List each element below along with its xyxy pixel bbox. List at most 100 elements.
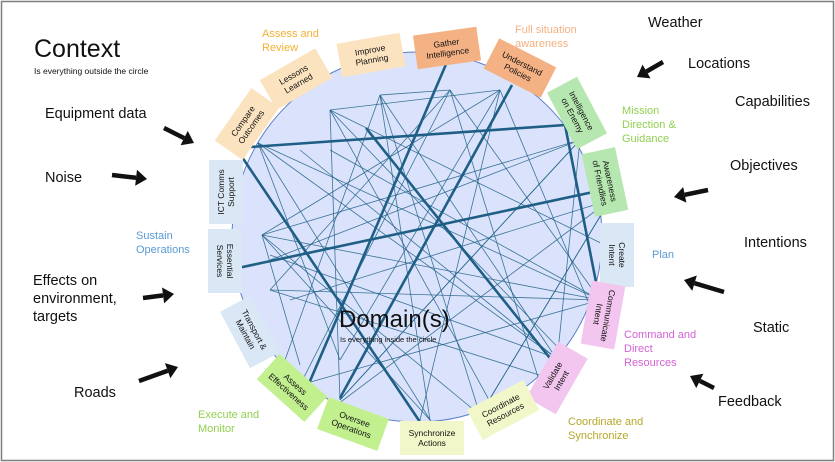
link-line-thick (234, 147, 422, 423)
phase-label-line: Execute and (198, 409, 259, 421)
link-line (261, 234, 301, 366)
link-line (329, 109, 501, 421)
domain-node-label: ICT CommsSupport (216, 169, 236, 214)
domain-node-box (214, 88, 280, 160)
arrow-shaft (693, 281, 725, 295)
arrow-head (180, 130, 194, 146)
domain-node-box (400, 421, 464, 455)
domain-node-box (412, 26, 482, 70)
link-line (499, 89, 601, 331)
phase-label-line: Command and (624, 329, 696, 341)
phase-label-line: Plan (652, 249, 674, 261)
external-factor-label-line: targets (33, 309, 77, 325)
arrow-icon (138, 363, 178, 384)
link-line (289, 199, 611, 301)
domain-node: Awarenessof Friendlies (581, 147, 629, 217)
domain-node: OverseeOperations (317, 397, 389, 451)
external-factor-label: Objectives (730, 158, 798, 174)
phase-label-line: Operations (136, 244, 190, 256)
domain-node-box (219, 295, 281, 369)
phase-label-line: Resources (624, 357, 677, 369)
arrow-shaft (698, 378, 716, 391)
domain-subtitle: Is everything inside the circle (340, 335, 436, 344)
external-factor-label: Noise (45, 170, 82, 186)
link-line (379, 89, 451, 96)
phase-label-line: Assess and (262, 28, 319, 40)
arrow-icon (111, 169, 147, 186)
link-line (479, 199, 611, 416)
external-factor-label-line: Static (753, 320, 789, 336)
external-factor-label-line: Weather (648, 15, 703, 31)
link-line (299, 149, 557, 359)
arrow-icon (142, 287, 174, 304)
phase-label-line: Mission (622, 105, 659, 117)
domain-node-label-line: Gather (433, 36, 460, 50)
domain-node: CoordinateResources (466, 379, 540, 441)
phase-label: Plan (652, 249, 674, 261)
domain-node: ImprovePlanning (336, 32, 406, 78)
phase-label-line: Sustain (136, 230, 173, 242)
link-line (257, 142, 601, 301)
arrow-icon (684, 275, 725, 295)
external-factor-label-line: Noise (45, 170, 82, 186)
external-factor-label: Capabilities (735, 94, 810, 110)
arrow-head (164, 363, 178, 379)
context-subtitle: Is everything outside the circle (34, 66, 149, 76)
link-line (329, 89, 501, 111)
external-factor-label: Weather (648, 15, 703, 31)
domain-node-box (336, 32, 406, 78)
link-line (329, 199, 611, 411)
external-factor-label-line: Intentions (744, 235, 807, 251)
arrow-shaft (684, 187, 709, 197)
domain-node: GatherIntelligence (412, 26, 482, 70)
link-line (379, 94, 481, 416)
link-line (261, 89, 501, 236)
link-line-thick (237, 186, 613, 270)
link-line (299, 299, 601, 386)
link-line (329, 149, 601, 301)
arrow-shaft (111, 172, 137, 180)
arrow-head (674, 186, 687, 203)
link-line (339, 139, 581, 401)
link-line (329, 109, 341, 401)
domain-node-label-line: Services (215, 245, 225, 278)
arrow-shaft (645, 60, 665, 74)
link-line (261, 234, 431, 421)
arrow-icon (690, 373, 716, 391)
external-factor-label-line: Effects on (33, 273, 97, 289)
link-line (261, 234, 481, 416)
phase-label-line: Guidance (622, 133, 669, 145)
domain-node-box (526, 341, 588, 415)
link-line (339, 89, 501, 361)
domain-node-box (259, 48, 333, 110)
domain-node-label: CreateIntent (607, 242, 627, 268)
phase-label-line: Coordinate and (568, 416, 643, 428)
phase-label-line: Full situation (515, 24, 577, 36)
domain-node: UnderstandPolicies (483, 38, 557, 98)
external-factor-label-line: Equipment data (45, 106, 148, 122)
link-line (269, 254, 557, 359)
domain-node-label-line: Support (226, 176, 236, 206)
domain-node-label-line: Actions (418, 438, 446, 448)
domain-node-label-line: Create (617, 242, 627, 268)
arrow-head (162, 287, 174, 304)
domain-node-box (600, 223, 634, 287)
phase-label-line: Monitor (198, 423, 235, 435)
phase-label-line: Direct (624, 343, 653, 355)
domain-node-box (483, 38, 557, 98)
domain-node-box (580, 280, 626, 350)
link-line (379, 94, 557, 359)
arrow-head (135, 169, 147, 186)
domain-node-box (256, 353, 328, 423)
external-factor-label: Feedback (718, 394, 782, 410)
domain-node: ICT CommsSupport (209, 160, 243, 224)
arrow-shaft (162, 125, 186, 141)
domain-node-box (208, 229, 242, 293)
